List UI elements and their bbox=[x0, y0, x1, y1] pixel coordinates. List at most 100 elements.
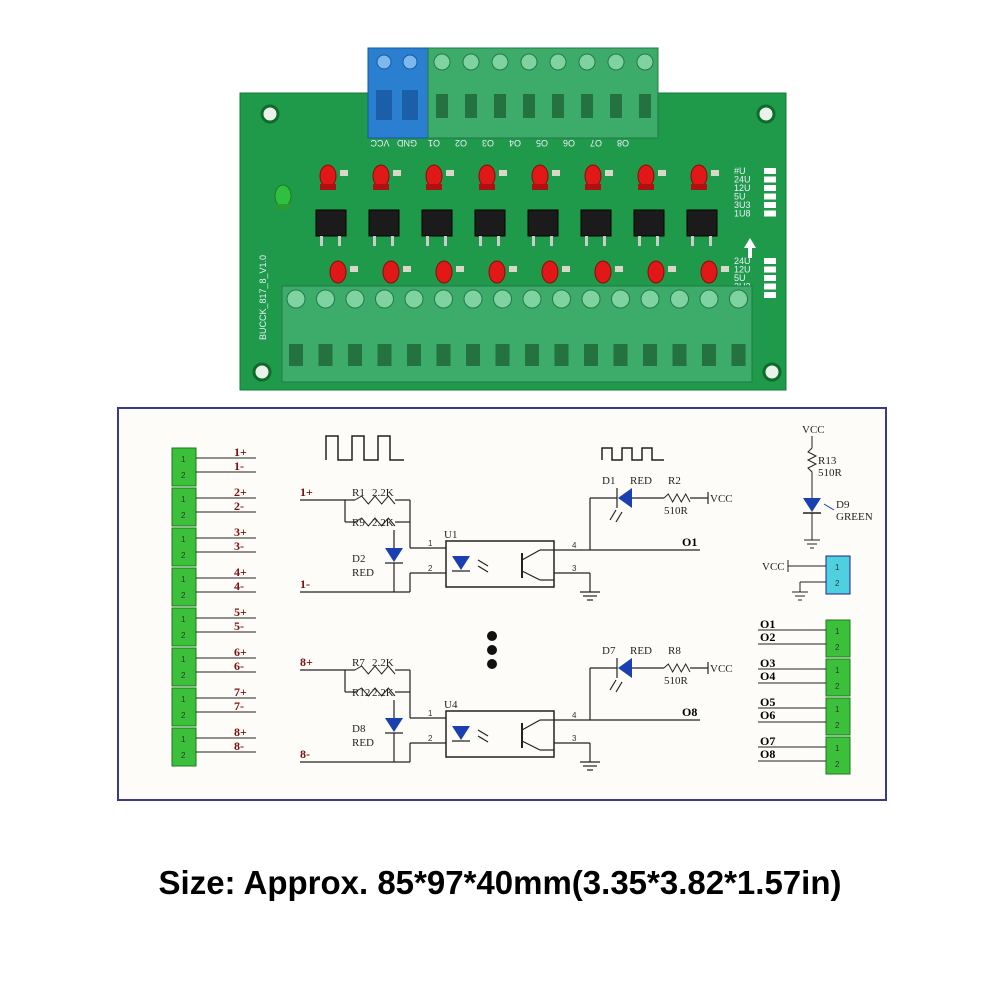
pin-number: 1 bbox=[181, 455, 186, 464]
svg-text:1: 1 bbox=[835, 563, 840, 572]
output-led bbox=[618, 658, 632, 678]
voltage-pad bbox=[764, 292, 776, 298]
resistor-label: R2 bbox=[668, 475, 681, 487]
resistor-value: 510R bbox=[664, 675, 689, 687]
optocoupler-row bbox=[315, 209, 718, 246]
chip-pin bbox=[585, 236, 588, 246]
pin-number: 1 bbox=[181, 575, 186, 584]
pin-number: 1 bbox=[835, 744, 840, 753]
chip-pin bbox=[709, 236, 712, 246]
power-terminal-block bbox=[367, 47, 429, 139]
smd-resistor bbox=[403, 266, 411, 272]
terminal-slot bbox=[407, 344, 421, 366]
board-label: BUCCK_817_8_V1.0 bbox=[258, 255, 268, 340]
svg-text:R13: R13 bbox=[818, 455, 837, 467]
terminal-screw bbox=[375, 289, 394, 309]
resistor-label: R1 bbox=[352, 487, 365, 499]
led-symbol bbox=[385, 718, 403, 732]
smd-resistor bbox=[605, 170, 613, 176]
pin-number: 1 bbox=[181, 735, 186, 744]
chip-pin bbox=[444, 236, 447, 246]
input-plus-label: 3+ bbox=[234, 525, 247, 539]
output-label: O5 bbox=[760, 695, 775, 709]
red-led bbox=[488, 260, 506, 284]
pin-label: 4 bbox=[572, 541, 577, 550]
voltage-label: 12U bbox=[734, 265, 751, 275]
led-row-top bbox=[319, 164, 719, 190]
resistor bbox=[354, 665, 396, 675]
optocoupler-chip bbox=[527, 209, 559, 237]
pin-label: 3 bbox=[572, 734, 577, 743]
voltage-pad bbox=[764, 258, 776, 264]
pin-number: 2 bbox=[181, 631, 186, 640]
led-color: RED bbox=[352, 737, 374, 749]
smd-resistor bbox=[499, 170, 507, 176]
power-led bbox=[274, 184, 292, 210]
terminal-screw bbox=[611, 289, 630, 309]
input-minus-label: 8- bbox=[300, 747, 310, 761]
wire bbox=[521, 570, 541, 581]
voltage-label: 24U bbox=[734, 256, 751, 266]
resistor-label: R9 bbox=[352, 517, 365, 529]
pin-number: 1 bbox=[835, 666, 840, 675]
red-led bbox=[541, 260, 559, 284]
svg-text:GREEN: GREEN bbox=[836, 511, 873, 523]
output-label: O1 bbox=[760, 617, 775, 631]
terminal-screw bbox=[520, 53, 538, 71]
wire bbox=[477, 735, 489, 743]
wire bbox=[609, 679, 617, 691]
pin-label: 3 bbox=[572, 564, 577, 573]
wire bbox=[615, 511, 623, 523]
chip-pin bbox=[532, 236, 535, 246]
terminal-slot bbox=[436, 94, 448, 118]
chip-pin bbox=[638, 236, 641, 246]
terminal-slot bbox=[495, 344, 510, 366]
terminal-screw bbox=[491, 53, 509, 71]
voltage-pad bbox=[764, 202, 776, 208]
ellipsis-dots bbox=[487, 631, 497, 669]
terminal-label: VCC bbox=[370, 138, 390, 148]
pin-label: 1 bbox=[428, 709, 433, 718]
output-led bbox=[618, 488, 632, 508]
pin-label: 4 bbox=[572, 711, 577, 720]
terminal-screw bbox=[640, 289, 660, 309]
smd-resistor bbox=[721, 266, 729, 272]
terminal-slot bbox=[436, 344, 451, 366]
smd-resistor bbox=[393, 170, 401, 176]
voltage-label: #U bbox=[734, 166, 746, 176]
terminal-slot bbox=[554, 344, 569, 366]
voltage-label: 5U bbox=[734, 273, 746, 283]
input-plus-label: 1+ bbox=[234, 445, 247, 459]
vcc-label: VCC bbox=[710, 493, 733, 505]
terminal-screw bbox=[345, 289, 365, 309]
chip-pin bbox=[497, 236, 500, 246]
terminal-slot bbox=[613, 344, 628, 366]
terminal-screw bbox=[522, 289, 542, 309]
terminal-slot bbox=[523, 94, 535, 118]
output-label: O1 bbox=[682, 535, 697, 549]
led-base bbox=[320, 184, 336, 190]
terminal-slot bbox=[672, 344, 687, 366]
input-connector: 121+1-122+2-123+3-124+4-125+5-126+6-127+… bbox=[171, 445, 256, 767]
optocoupler-label: U1 bbox=[444, 529, 457, 541]
resistor-label: R7 bbox=[352, 657, 365, 669]
terminal-label: O6 bbox=[563, 138, 575, 148]
terminal-slot bbox=[465, 94, 477, 118]
pin-label: 2 bbox=[428, 734, 433, 743]
output-label: O8 bbox=[682, 705, 697, 719]
svg-text:VCC: VCC bbox=[802, 424, 825, 436]
terminal-screw bbox=[433, 53, 451, 71]
smd-resistor bbox=[668, 266, 676, 272]
input-plus-label: 7+ bbox=[234, 685, 247, 699]
power-indicator-circuit: VCC R13 510R D9 GREEN bbox=[802, 424, 873, 549]
terminal-slot bbox=[731, 344, 746, 366]
terminal-slot bbox=[494, 94, 506, 118]
terminal-screw bbox=[316, 289, 335, 309]
smd-resistor bbox=[552, 170, 560, 176]
wire bbox=[521, 740, 541, 751]
arrow-up-icon bbox=[744, 238, 756, 258]
connector-block bbox=[171, 487, 197, 527]
smd-resistor bbox=[509, 266, 517, 272]
voltage-pad bbox=[764, 266, 776, 273]
